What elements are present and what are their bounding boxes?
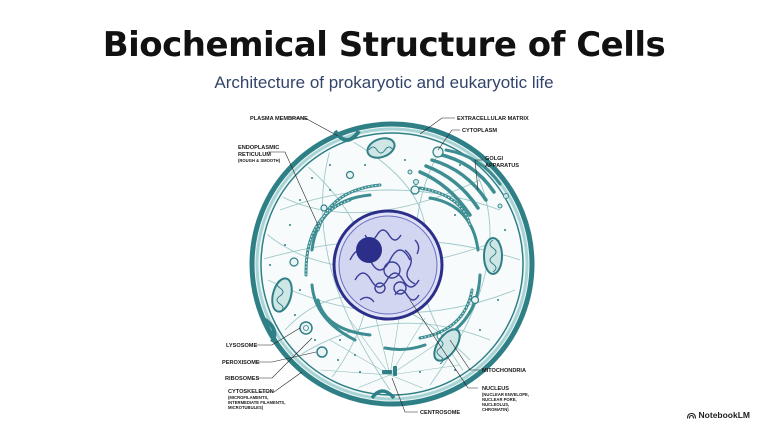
notebooklm-branding: NotebookLM	[687, 410, 750, 420]
mitochondrion	[484, 238, 502, 274]
lysosome	[300, 322, 312, 334]
peroxisome	[317, 347, 327, 357]
nucleolus	[356, 237, 382, 263]
label-nucleus-sub4: CHROMATIN)	[482, 407, 509, 412]
label-cytoplasm: CYTOPLASM	[462, 128, 497, 134]
notebooklm-logo-icon	[687, 412, 696, 419]
label-mitochondria: MITOCHONDRIA	[482, 368, 526, 374]
label-peroxisome: PEROXISOME	[222, 360, 260, 366]
vesicle	[472, 297, 479, 304]
label-er-line1: ENDOPLASMIC	[238, 145, 279, 151]
nucleus	[334, 211, 442, 319]
vesicle	[321, 205, 327, 211]
vesicle	[433, 147, 443, 157]
label-golgi-line1: GOLGI	[485, 156, 503, 162]
brand-name: NotebookLM	[699, 410, 750, 420]
vesicle	[411, 186, 419, 194]
label-er-sub: (ROUGH & SMOOTH)	[238, 158, 281, 163]
label-cytoskeleton-sub3: MICROTUBULES)	[228, 405, 264, 410]
label-golgi-line2: APPARATUS	[485, 163, 519, 169]
label-centrosome: CENTROSOME	[420, 410, 460, 416]
label-ribosomes: RIBOSOMES	[225, 376, 259, 382]
label-extracellular-matrix: EXTRACELLULAR MATRIX	[457, 116, 529, 122]
label-plasma-membrane: PLASMA MEMBRANE	[250, 116, 308, 122]
vesicle	[347, 172, 354, 179]
vesicle	[290, 258, 298, 266]
label-lysosome: LYSOSOME	[226, 343, 257, 349]
